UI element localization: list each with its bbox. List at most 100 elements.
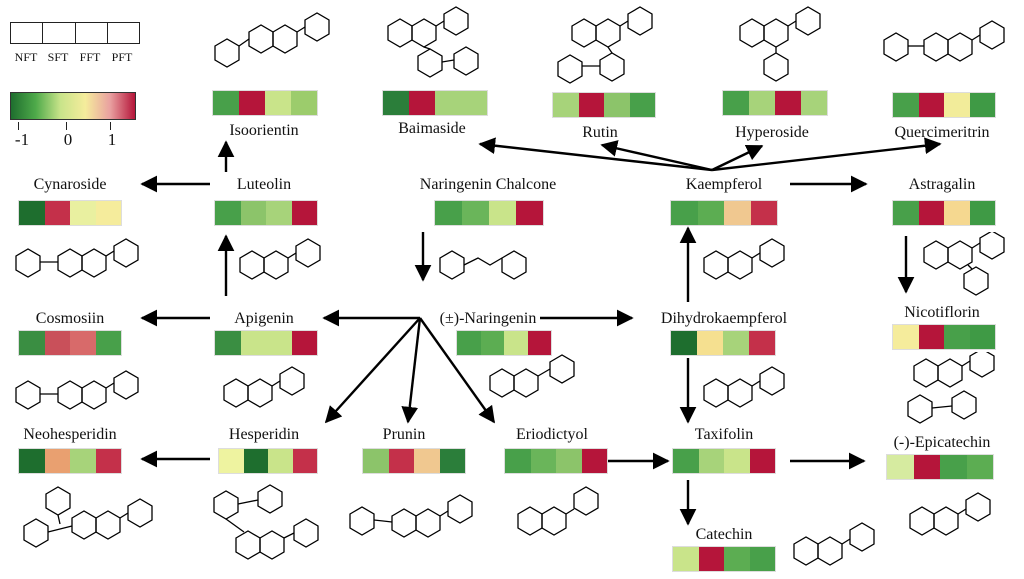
label-cosmosiin: Cosmosiin [35, 310, 105, 327]
heatmap-taxifolin [672, 448, 776, 474]
heatmap-cell-nft [457, 331, 481, 355]
heatmap-cell-fft [724, 201, 751, 225]
apigenin-structure-icon [223, 366, 305, 408]
heatmap-cell-nft [213, 91, 239, 115]
legend-sample-sft: SFT [47, 50, 69, 64]
heatmap-cell-nft [215, 201, 241, 225]
heatmap-cell-pft [750, 201, 777, 225]
heatmap-cell-nft [887, 455, 914, 479]
heatmap-cell-nft [893, 201, 919, 225]
heatmap-hesperidin [218, 448, 318, 474]
heatmap-cell-fft [504, 331, 528, 355]
heatmap-cell-fft [944, 201, 970, 225]
naringenin-chalcone-structure-icon [439, 250, 527, 280]
label-luteolin: Luteolin [236, 176, 292, 193]
heatmap-cell-pft [581, 449, 607, 473]
isoorientin-structure-icon [214, 12, 330, 68]
color-scale-ticks: -1 0 1 [10, 122, 134, 149]
heatmap-cell-sft [697, 331, 723, 355]
heatmap-cell-sft [240, 201, 266, 225]
arrow-kaempferol-to-baimaside [478, 137, 713, 172]
apigenin-luteolin-structure-icon [239, 238, 321, 280]
heatmap-cell-sft [240, 331, 266, 355]
heatmap-cell-nft [673, 449, 699, 473]
naringenin-structure-icon [489, 354, 575, 398]
heatmap-cell-sft [698, 547, 724, 571]
heatmap-naringenin [456, 330, 552, 356]
label-baimaside: Baimaside [398, 120, 466, 137]
heatmap-cell-fft [70, 201, 96, 225]
label-prunin: Prunin [382, 426, 426, 443]
heatmap-cell-sft [44, 201, 70, 225]
heatmap-cell-pft [749, 547, 775, 571]
heatmap-cell-nft [383, 91, 409, 115]
heatmap-cell-fft [268, 449, 293, 473]
hesperidin-structure-icon [213, 484, 319, 560]
heatmap-cell-sft [480, 331, 504, 355]
label-hyperoside: Hyperoside [735, 124, 809, 141]
label-catechin: Catechin [695, 526, 753, 543]
heatmap-cell-fft [724, 449, 750, 473]
arrow-kaempferol-to-quercimeritrin [711, 137, 942, 172]
heatmap-cell-sft [918, 325, 944, 349]
catechin-structure-icon [793, 522, 875, 566]
heatmap-cell-sft [918, 201, 944, 225]
heatmap-cell-nft [553, 93, 579, 117]
astragalin-structure-icon [923, 232, 1005, 296]
heatmap-cell-fft [266, 331, 292, 355]
heatmap-cell-pft [95, 331, 121, 355]
label-hesperidin: Hesperidin [228, 426, 300, 443]
legend-box [43, 23, 76, 43]
heatmap-cell-nft [215, 331, 241, 355]
arrow-kaempferol-to-hyperoside [711, 144, 764, 172]
label-taxifolin: Taxifolin [694, 426, 754, 443]
heatmap-cell-fft [724, 547, 750, 571]
heatmap-kaempferol [670, 200, 778, 226]
heatmap-rutin [552, 92, 656, 118]
rutin-structure-icon [557, 6, 653, 84]
heatmap-cell-sft [698, 449, 724, 473]
heatmap-cell-pft [969, 325, 995, 349]
heatmap-cell-sft [243, 449, 268, 473]
heatmap-cell-nft [893, 93, 919, 117]
heatmap-cell-fft [414, 449, 440, 473]
heatmap-cell-pft [516, 201, 543, 225]
heatmap-cell-pft [527, 331, 551, 355]
label-kaempferol: Kaempferol [685, 176, 763, 193]
scale-tick-max: 1 [107, 130, 117, 149]
label-rutin: Rutin [582, 124, 618, 141]
cosmosiin-structure-icon [15, 370, 139, 410]
heatmap-cell-nft [893, 325, 919, 349]
legend-sample-names: NFT SFT FFT PFT [10, 50, 138, 65]
label-dihydrokaempferol: Dihydrokaempferol [660, 310, 788, 327]
heatmap-cell-sft [44, 449, 70, 473]
heatmap-cell-pft [461, 91, 487, 115]
heatmap-luteolin [214, 200, 318, 226]
heatmap-cell-nft [19, 449, 45, 473]
heatmap-cell-fft [70, 449, 96, 473]
heatmap-epicatechin [886, 454, 994, 480]
label-nicotiflorin: Nicotiflorin [904, 304, 980, 321]
legend-sample-pft: PFT [111, 50, 133, 64]
heatmap-cell-sft [530, 449, 556, 473]
scale-tick-min: -1 [14, 130, 30, 149]
heatmap-cell-fft [265, 91, 291, 115]
heatmap-eriodictyol [504, 448, 608, 474]
heatmap-cell-nft [671, 201, 698, 225]
taxifolin-structure-icon [703, 366, 785, 408]
baimaside-structure-icon [387, 6, 479, 78]
label-epicatechin: (-)-Epicatechin [893, 434, 991, 451]
label-naringenin: (±)-Naringenin [439, 310, 537, 327]
hyperoside-structure-icon [739, 6, 821, 82]
heatmap-cell-pft [969, 201, 995, 225]
heatmap-cell-pft [95, 201, 121, 225]
label-cynaroside: Cynaroside [33, 176, 107, 193]
heatmap-cell-fft [70, 331, 96, 355]
heatmap-hyperoside [722, 90, 828, 116]
heatmap-cell-sft [749, 91, 775, 115]
heatmap-cell-pft [95, 449, 121, 473]
label-quercimeritrin: Quercimeritrin [894, 124, 990, 141]
legend-sample-fft: FFT [79, 50, 101, 64]
nicotiflorin-structure-icon [907, 352, 995, 424]
